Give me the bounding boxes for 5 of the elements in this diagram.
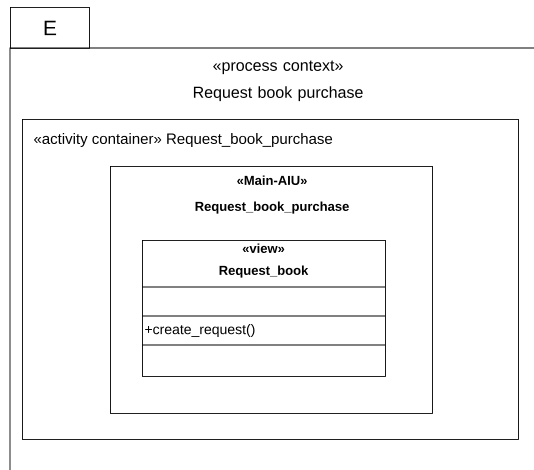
container-label: «Main-AIU» Request_book_purchase (196, 175, 349, 214)
class-box: «view» Request_book +create_request() (142, 240, 386, 377)
frame-heading: «process context» Request book purchase (194, 60, 363, 102)
frame-tab: E (10, 7, 90, 49)
container-label: «activity container» Request_book_purchase (34, 133, 332, 147)
